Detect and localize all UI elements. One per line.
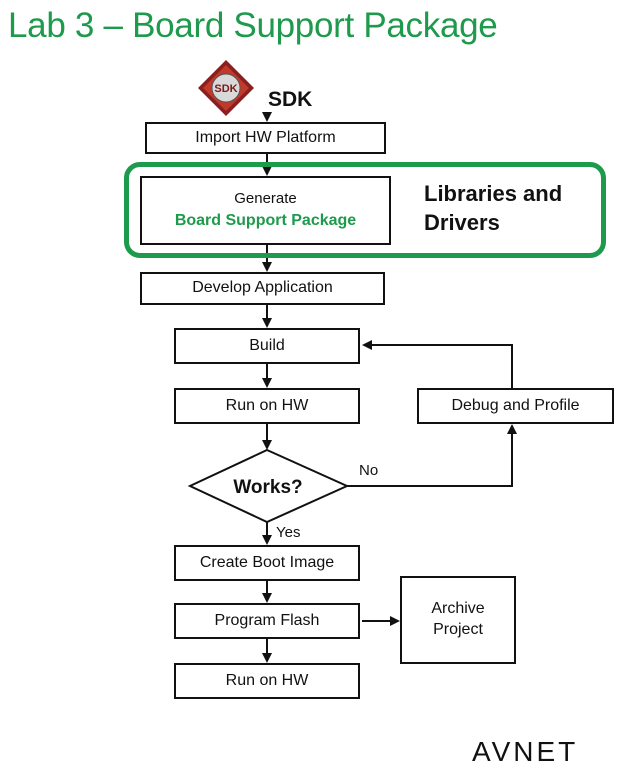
libraries-label-line2: Drivers [424, 209, 500, 235]
connector-debug-build [362, 340, 513, 388]
step-create-boot-image-label: Create Boot Image [199, 553, 335, 571]
step-program-flash-label: Program Flash [214, 611, 320, 629]
step-run-on-hw-2-label: Run on HW [225, 671, 309, 689]
edge-label-yes: Yes [276, 524, 301, 541]
step-generate-label: Generate [234, 190, 297, 208]
step-create-boot-image: Create Boot Image [174, 545, 360, 581]
step-archive-line1: Archive [431, 600, 485, 618]
step-develop-application: Develop Application [140, 272, 385, 305]
libraries-drivers-highlight [124, 162, 606, 258]
step-run-on-hw-1: Run on HW [174, 388, 360, 424]
libraries-drivers-label: Libraries and Drivers [424, 180, 562, 237]
step-debug-and-profile-label: Debug and Profile [451, 396, 580, 414]
step-import-hw-platform: Import HW Platform [145, 122, 386, 154]
step-run-on-hw-1-label: Run on HW [225, 396, 309, 414]
step-generate-bsp: Generate Board Support Package [140, 176, 391, 245]
decision-label: Works? [233, 477, 302, 498]
sdk-badge-text: SDK [214, 83, 237, 95]
decision-diamond [187, 448, 350, 524]
page-title: Lab 3 – Board Support Package [8, 6, 498, 45]
step-archive-project: Archive Project [400, 576, 516, 664]
sdk-label: SDK [268, 88, 313, 111]
connector-decision-debug [347, 424, 517, 487]
step-build-label: Build [249, 336, 285, 354]
step-archive-line2: Project [433, 621, 483, 638]
step-run-on-hw-2: Run on HW [174, 663, 360, 699]
step-bsp-name: Board Support Package [174, 211, 357, 229]
libraries-label-line1: Libraries and [424, 181, 563, 206]
step-debug-and-profile: Debug and Profile [417, 388, 614, 424]
step-import-hw-platform-label: Import HW Platform [195, 128, 336, 146]
step-develop-application-label: Develop Application [192, 279, 333, 297]
step-build: Build [174, 328, 360, 364]
edge-label-no: No [359, 462, 379, 479]
step-program-flash: Program Flash [174, 603, 360, 639]
sdk-logo-icon: SDK [198, 60, 254, 116]
avnet-logo: AVNET [472, 736, 579, 767]
